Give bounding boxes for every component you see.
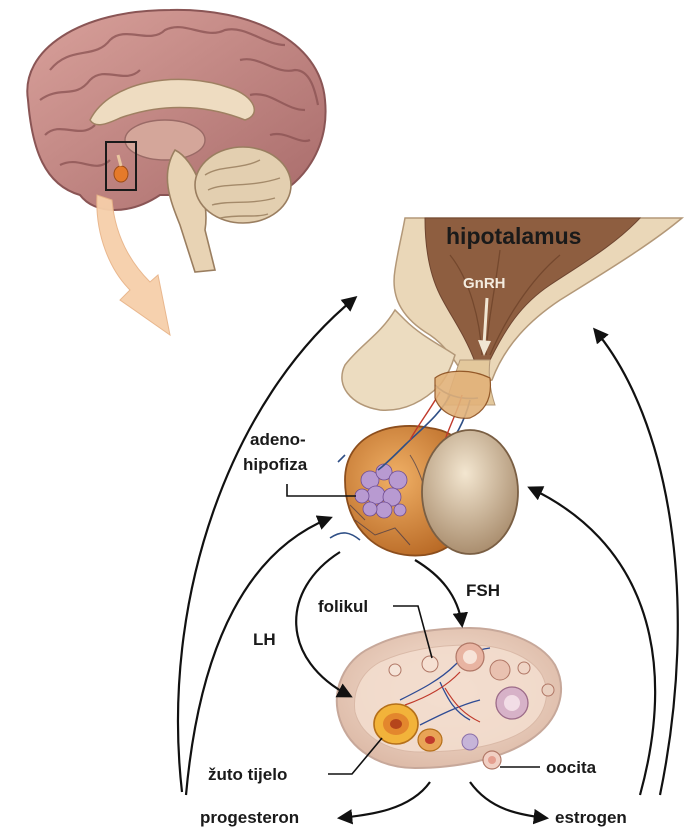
- label-gnrh: GnRH: [463, 275, 506, 292]
- zoom-arrow: [97, 195, 170, 335]
- label-adeno-line2: hipofiza: [243, 455, 308, 474]
- label-hypothalamus: hipotalamus: [446, 223, 581, 249]
- brain-illustration: [27, 10, 325, 272]
- label-lh: LH: [253, 630, 276, 649]
- label-fsh: FSH: [466, 581, 500, 600]
- ovary-illustration: [337, 628, 561, 769]
- label-corpus-luteum: žuto tijelo: [208, 765, 287, 784]
- label-follicle: folikul: [318, 597, 368, 616]
- label-estrogen: estrogen: [555, 808, 627, 827]
- label-adeno-line1: adeno-: [250, 430, 306, 449]
- label-progesterone: progesteron: [200, 808, 299, 827]
- label-oocyte: oocita: [546, 758, 597, 777]
